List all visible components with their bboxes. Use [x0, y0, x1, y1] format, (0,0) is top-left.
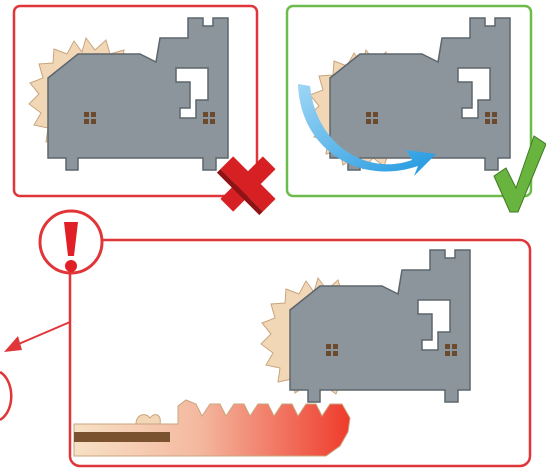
warning-target-circle	[0, 372, 11, 420]
right-assembly-panel	[287, 6, 546, 212]
rack-dark-strip	[74, 432, 170, 442]
wrong-assembly-panel	[14, 6, 290, 226]
exclamation-icon	[40, 211, 102, 273]
warning-panel	[0, 211, 530, 466]
warning-connector-arrowhead	[4, 336, 22, 352]
rack-knob-part	[136, 415, 160, 424]
warning-connector-line	[14, 322, 70, 346]
